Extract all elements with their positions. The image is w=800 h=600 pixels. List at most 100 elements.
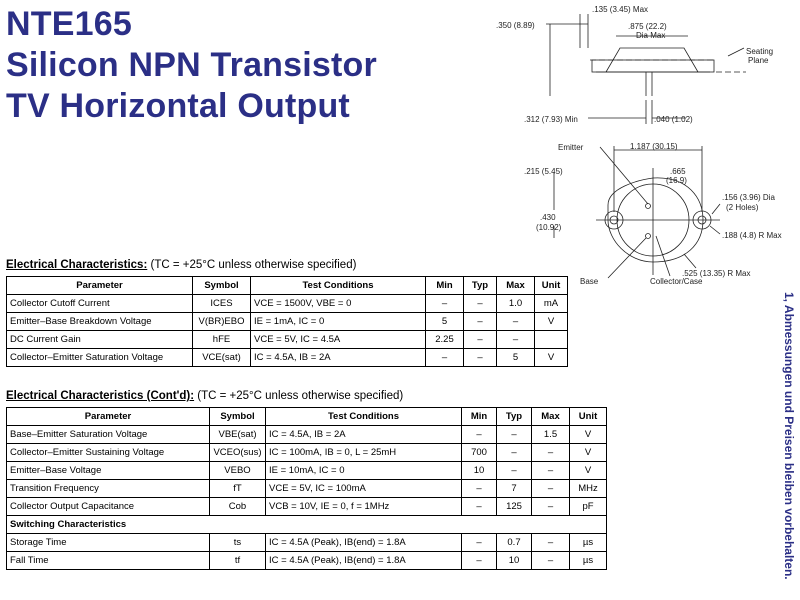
cell-typ: 125 — [496, 497, 532, 516]
cell-symbol: fT — [209, 479, 266, 498]
cell-unit: V — [569, 425, 607, 444]
cell-parameter: Emitter–Base Breakdown Voltage — [6, 312, 193, 331]
part-number: NTE165 — [6, 5, 132, 43]
dim-156-holes: (2 Holes) — [726, 203, 759, 212]
cell-typ: – — [496, 425, 532, 444]
cell-max: – — [531, 479, 570, 498]
dim-665: .665 — [670, 167, 686, 176]
cell-conditions: IC = 4.5A, IB = 2A — [265, 425, 462, 444]
cell-unit: V — [534, 348, 568, 367]
col-test-conditions: Test Conditions — [265, 407, 462, 426]
cell-symbol: Cob — [209, 497, 266, 516]
electrical-characteristics-table: Parameter Symbol Test Conditions Min Typ… — [6, 276, 568, 367]
cell-min: – — [461, 497, 497, 516]
side-note: 1, Abmessungen und Preisen bleiben vorbe… — [782, 292, 796, 580]
dim-350: .350 (8.89) — [496, 21, 535, 30]
cell-typ: – — [496, 461, 532, 480]
col-max: Max — [496, 276, 535, 295]
cell-symbol: V(BR)EBO — [192, 312, 251, 331]
cell-typ: – — [463, 312, 497, 331]
base-label: Base — [580, 277, 599, 286]
dim-875-dia: Dia Max — [636, 31, 665, 40]
dim-312: .312 (7.93) Min — [524, 115, 578, 124]
cell-symbol: tf — [209, 551, 266, 570]
dim-215: .215 (5.45) — [524, 167, 563, 176]
cell-max: – — [531, 461, 570, 480]
col-max: Max — [531, 407, 570, 426]
dim-040: .040 (1.02) — [654, 115, 693, 124]
cell-parameter: Collector Output Capacitance — [6, 497, 210, 516]
package-diagram: .135 (3.45) Max .350 (8.89) .875 (22.2) … — [496, 5, 782, 286]
cell-conditions: VCE = 5V, IC = 100mA — [265, 479, 462, 498]
product-title: NTE165 Silicon NPN Transistor TV Horizon… — [6, 4, 377, 127]
table-row: Fall Time tf IC = 4.5A (Peak), IB(end) =… — [6, 551, 607, 570]
cell-min: 10 — [461, 461, 497, 480]
switching-characteristics-label: Switching Characteristics — [6, 515, 266, 534]
side-view-labels: .135 (3.45) Max .350 (8.89) .875 (22.2) … — [496, 5, 773, 124]
dim-188: .188 (4.8) R Max — [722, 231, 782, 240]
cell-typ: – — [463, 294, 497, 313]
col-typ: Typ — [463, 276, 497, 295]
dim-875: .875 (22.2) — [628, 22, 667, 31]
col-symbol: Symbol — [192, 276, 251, 295]
cell-min: – — [425, 294, 464, 313]
cell-symbol: ICES — [192, 294, 251, 313]
table-row: Collector Cutoff Current ICES VCE = 1500… — [6, 294, 568, 313]
col-unit: Unit — [569, 407, 607, 426]
table-row: Base–Emitter Saturation Voltage VBE(sat)… — [6, 425, 607, 444]
cell-typ: 7 — [496, 479, 532, 498]
cell-conditions: IC = 100mA, IB = 0, L = 25mH — [265, 443, 462, 462]
table1-heading: Electrical Characteristics: (TC = +25°C … — [6, 259, 356, 271]
table-row: Collector–Emitter Sustaining Voltage VCE… — [6, 443, 607, 462]
dim-430-mm: (10.92) — [536, 223, 562, 232]
table2-heading: Electrical Characteristics (Cont'd): (TC… — [6, 390, 403, 402]
cell-unit: V — [569, 443, 607, 462]
cell-unit — [534, 330, 568, 349]
cell-unit: µs — [569, 551, 607, 570]
dim-1187: 1.187 (30.15) — [630, 142, 678, 151]
cell-conditions: IC = 4.5A (Peak), IB(end) = 1.8A — [265, 551, 462, 570]
table1-heading-condition: (TC = +25°C unless otherwise specified) — [150, 259, 357, 271]
dim-156: .156 (3.96) Dia — [722, 193, 775, 202]
cell-typ: 10 — [496, 551, 532, 570]
seating-label: Seating — [746, 47, 773, 56]
table-row: Emitter–Base Voltage VEBO IE = 10mA, IC … — [6, 461, 607, 480]
table-row: Transition Frequency fT VCE = 5V, IC = 1… — [6, 479, 607, 498]
table1-heading-title: Electrical Characteristics: — [6, 259, 148, 271]
col-parameter: Parameter — [6, 407, 210, 426]
cell-symbol: VCE(sat) — [192, 348, 251, 367]
cell-parameter: Transition Frequency — [6, 479, 210, 498]
cell-unit: V — [534, 312, 568, 331]
table2-heading-title: Electrical Characteristics (Cont'd): — [6, 390, 195, 402]
cell-min: – — [425, 348, 464, 367]
dim-665-mm: (16.9) — [666, 176, 687, 185]
bottom-view-labels: Emitter 1.187 (30.15) .215 (5.45) .665 (… — [524, 142, 782, 286]
cell-conditions: IE = 1mA, IC = 0 — [250, 312, 426, 331]
col-min: Min — [425, 276, 464, 295]
bottom-view-drawing — [553, 146, 721, 279]
cell-max: – — [531, 497, 570, 516]
plane-label: Plane — [748, 56, 769, 65]
table-row: Storage Time ts IC = 4.5A (Peak), IB(end… — [6, 533, 607, 552]
cell-parameter: Emitter–Base Voltage — [6, 461, 210, 480]
cell-min: – — [461, 479, 497, 498]
cell-symbol: ts — [209, 533, 266, 552]
cell-parameter: Collector–Emitter Saturation Voltage — [6, 348, 193, 367]
cell-min: – — [461, 551, 497, 570]
cell-unit: mA — [534, 294, 568, 313]
cell-symbol: hFE — [192, 330, 251, 349]
cell-typ: 0.7 — [496, 533, 532, 552]
cell-unit: MHz — [569, 479, 607, 498]
dim-135: .135 (3.45) Max — [592, 5, 648, 14]
col-symbol: Symbol — [209, 407, 266, 426]
cell-min: 5 — [425, 312, 464, 331]
cell-max: – — [496, 330, 535, 349]
device-type: Silicon NPN Transistor — [6, 46, 377, 84]
cell-parameter: Collector Cutoff Current — [6, 294, 193, 313]
col-test-conditions: Test Conditions — [250, 276, 426, 295]
cell-conditions: VCB = 10V, IE = 0, f = 1MHz — [265, 497, 462, 516]
section-row: Switching Characteristics — [6, 515, 607, 534]
application: TV Horizontal Output — [6, 87, 350, 125]
cell-max: – — [531, 551, 570, 570]
dim-430: .430 — [540, 213, 556, 222]
